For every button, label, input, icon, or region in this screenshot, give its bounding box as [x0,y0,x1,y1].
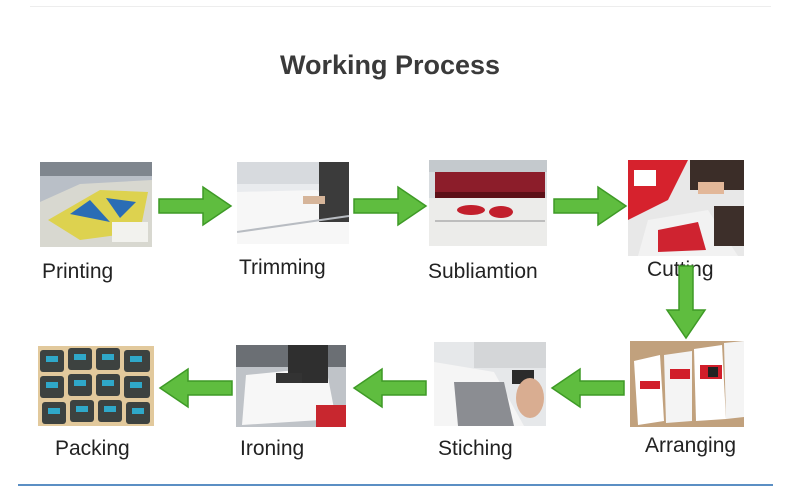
step-label-printing: Printing [42,260,114,283]
bottom-divider [18,484,773,486]
ironing-photo [236,345,346,427]
arranging-photo [630,341,744,427]
step-label-trimming: Trimming [239,256,326,279]
step-label-packing: Packing [55,437,130,460]
stitching-photo [434,342,546,426]
sublimation-photo [429,160,547,246]
arrow-left-icon [158,366,234,410]
printing-photo [40,162,152,247]
page-title: Working Process [279,50,501,80]
cutting-photo [628,160,744,256]
arrow-right-icon [552,184,628,228]
step-label-subliamtion: Subliamtion [428,260,538,283]
step-label-ironing: Ironing [240,437,305,460]
step-label-stiching: Stiching [438,437,513,460]
packing-photo [38,346,154,426]
top-divider [30,6,771,7]
arrow-down-icon [664,264,708,340]
arrow-right-icon [352,184,428,228]
arrow-left-icon [352,366,428,410]
step-label-arranging: Arranging [645,434,737,457]
arrow-right-icon [157,184,233,228]
trimming-photo [237,162,349,244]
arrow-left-icon [550,366,626,410]
